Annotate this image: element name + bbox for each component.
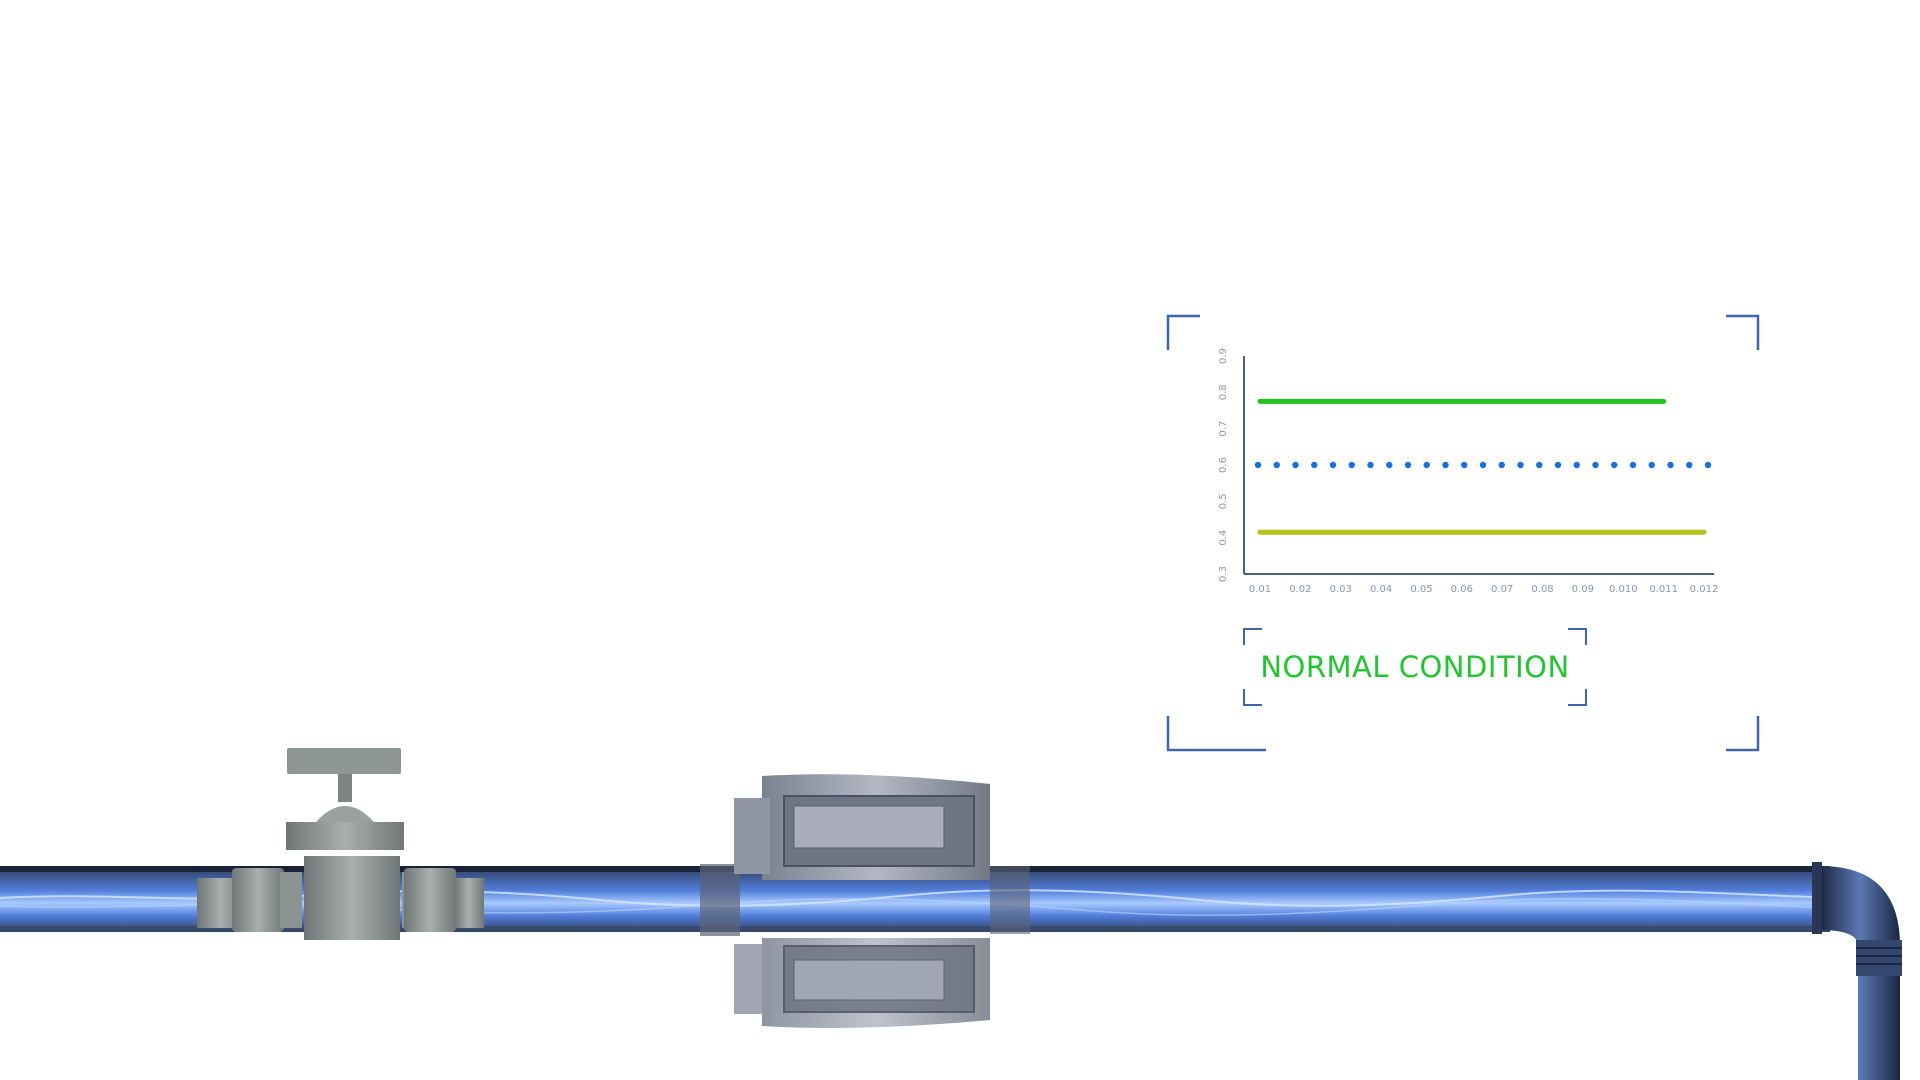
y-tick-label: 0.3 [1218, 566, 1229, 582]
x-axis-ticks: 0.01 0.02 0.03 0.04 0.05 0.06 0.07 0.08 0.09 0.01… [1249, 584, 1718, 595]
series-point [1498, 461, 1505, 469]
series-point [1592, 461, 1599, 469]
series-point [1573, 461, 1580, 469]
series-point [1311, 461, 1318, 469]
series-point [1423, 461, 1430, 469]
x-tick-label: 0.01 [1249, 584, 1271, 595]
y-tick-label: 0.9 [1218, 348, 1229, 364]
series-point [1404, 461, 1412, 469]
y-tick-label: 0.5 [1218, 493, 1229, 509]
series-point [1536, 461, 1543, 469]
series-point [1367, 461, 1374, 469]
y-tick-label: 0.6 [1218, 457, 1229, 473]
series-point [1442, 461, 1449, 469]
y-tick-label: 0.7 [1218, 421, 1229, 437]
series-point [1686, 461, 1693, 469]
y-tick-label: 0.8 [1218, 384, 1229, 400]
x-tick-label: 0.09 [1572, 584, 1594, 595]
series-point [1517, 461, 1524, 469]
status-box: NORMAL CONDITION [1242, 627, 1588, 707]
series-point [1554, 461, 1562, 469]
x-tick-label: 0.07 [1491, 584, 1513, 595]
series-point [1273, 461, 1280, 469]
status-label: NORMAL CONDITION [1260, 650, 1570, 684]
x-tick-label: 0.08 [1531, 584, 1553, 595]
x-tick-label: 0.02 [1289, 584, 1311, 595]
series-point [1461, 461, 1468, 469]
x-tick-label: 0.06 [1451, 584, 1473, 595]
x-tick-label: 0.012 [1690, 584, 1719, 595]
status-box-frame [1243, 628, 1587, 706]
series-point [1348, 461, 1355, 469]
series-point [1648, 461, 1655, 469]
series-point [1629, 461, 1637, 469]
series-point [1479, 461, 1487, 469]
series-point [1667, 461, 1674, 469]
gate-valve-icon [197, 748, 484, 940]
y-axis-ticks: 0.3 0.4 0.5 0.6 0.7 0.8 0.9 [1218, 348, 1229, 582]
series-point [1254, 461, 1262, 469]
x-tick-label: 0.010 [1609, 584, 1638, 595]
chart-series [1254, 398, 1712, 535]
y-tick-label: 0.4 [1218, 530, 1229, 546]
pipe-elbow [1812, 862, 1902, 1080]
series-point [1704, 461, 1712, 469]
x-tick-label: 0.011 [1649, 584, 1678, 595]
series-point [1292, 461, 1299, 469]
series-point [1329, 461, 1337, 469]
x-tick-label: 0.05 [1410, 584, 1432, 595]
x-tick-label: 0.03 [1330, 584, 1352, 595]
series-point [1611, 461, 1618, 469]
flow-sensor-cutaway-icon [700, 774, 1030, 1028]
series-point [1386, 461, 1393, 469]
x-tick-label: 0.04 [1370, 584, 1392, 595]
